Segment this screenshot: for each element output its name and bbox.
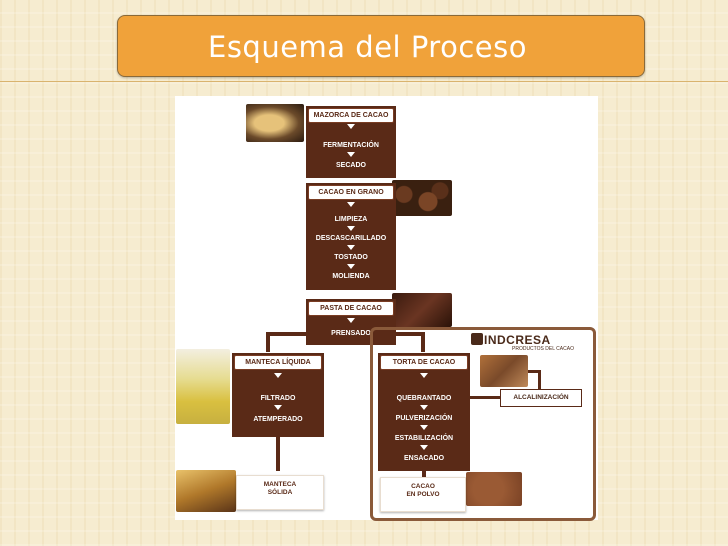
solid-butter-image bbox=[176, 470, 236, 512]
step-pulverizacion: PULVERIZACIÓN bbox=[395, 415, 453, 422]
block-manteca-liquida: MANTECA LÍQUIDA FILTRADO ATEMPERADO bbox=[232, 353, 324, 437]
step-limpieza: LIMPIEZA bbox=[334, 216, 368, 223]
block-pasta: PASTA DE CACAO PRENSADO bbox=[306, 299, 396, 345]
connector-alcal-top bbox=[528, 370, 540, 373]
step-tostado: TOSTADO bbox=[334, 254, 368, 261]
step-atemperado: ATEMPERADO bbox=[253, 416, 303, 423]
arrow-icon bbox=[274, 405, 282, 410]
arrow-icon bbox=[347, 202, 355, 207]
header-torta: TORTA DE CACAO bbox=[380, 355, 468, 370]
connector-left-final bbox=[276, 437, 280, 471]
arrow-icon bbox=[420, 373, 428, 378]
block-torta: TORTA DE CACAO QUEBRANTADO PULVERIZACIÓN… bbox=[378, 353, 470, 471]
step-estabilizacion: ESTABILIZACIÓN bbox=[394, 435, 454, 442]
connector-right bbox=[395, 332, 425, 336]
connector-right-down bbox=[421, 332, 425, 352]
final-manteca-line2: SÓLIDA bbox=[267, 489, 293, 496]
cacao-beans-image bbox=[392, 180, 452, 216]
final-manteca-solida: MANTECA SÓLIDA bbox=[236, 475, 324, 510]
connector-alcal-up bbox=[538, 370, 541, 389]
divider-line bbox=[0, 81, 728, 82]
block-cacao-grano: CACAO EN GRANO LIMPIEZA DESCASCARILLADO … bbox=[306, 183, 396, 290]
chocolate-liquor-image bbox=[392, 293, 452, 327]
arrow-icon bbox=[420, 425, 428, 430]
final-cacao-polvo: CACAO EN POLVO bbox=[380, 477, 466, 512]
final-cacao-line1: CACAO bbox=[411, 483, 435, 490]
header-mazorca: MAZORCA DE CACAO bbox=[308, 108, 394, 123]
indcresa-frame bbox=[370, 327, 596, 521]
step-descascarillado: DESCASCARILLADO bbox=[315, 235, 387, 242]
arrow-icon bbox=[420, 445, 428, 450]
arrow-icon bbox=[347, 226, 355, 231]
side-alcalinizacion: ALCALINIZACIÓN bbox=[500, 389, 582, 407]
arrow-icon bbox=[347, 124, 355, 129]
arrow-icon bbox=[274, 373, 282, 378]
brand-subtitle: PRODUCTOS DEL CACAO bbox=[512, 346, 574, 352]
step-molienda: MOLIENDA bbox=[332, 273, 370, 280]
step-ensacado: ENSACADO bbox=[403, 455, 445, 462]
liquid-butter-image bbox=[176, 349, 230, 424]
step-filtrado: FILTRADO bbox=[260, 395, 296, 402]
connector-alcal-in bbox=[468, 396, 500, 399]
final-manteca-line1: MANTECA bbox=[263, 481, 297, 488]
step-fermentacion: FERMENTACIÓN bbox=[323, 142, 379, 149]
cacao-cake-image bbox=[480, 355, 528, 387]
header-pasta: PASTA DE CACAO bbox=[308, 301, 394, 316]
arrow-icon bbox=[347, 318, 355, 323]
connector-left bbox=[266, 332, 308, 336]
arrow-icon bbox=[347, 264, 355, 269]
indcresa-logo-icon bbox=[471, 333, 483, 345]
arrow-icon bbox=[420, 405, 428, 410]
powder-image bbox=[466, 472, 522, 506]
arrow-icon bbox=[347, 152, 355, 157]
step-quebrantado: QUEBRANTADO bbox=[396, 395, 452, 402]
connector-left-down bbox=[266, 332, 270, 352]
final-cacao-line2: EN POLVO bbox=[406, 491, 440, 498]
step-secado: SECADO bbox=[336, 162, 366, 169]
connector-right-final bbox=[422, 471, 426, 477]
brand-name: INDCRESA bbox=[484, 333, 551, 347]
step-prensado: PRENSADO bbox=[331, 330, 371, 337]
page-title: Esquema del Proceso bbox=[208, 30, 527, 64]
header-manteca-liquida: MANTECA LÍQUIDA bbox=[234, 355, 322, 370]
block-mazorca: MAZORCA DE CACAO FERMENTACIÓN SECADO bbox=[306, 106, 396, 178]
cacao-pod-image bbox=[246, 104, 304, 142]
title-banner: Esquema del Proceso bbox=[117, 15, 645, 77]
header-cacao-grano: CACAO EN GRANO bbox=[308, 185, 394, 200]
arrow-icon bbox=[347, 245, 355, 250]
